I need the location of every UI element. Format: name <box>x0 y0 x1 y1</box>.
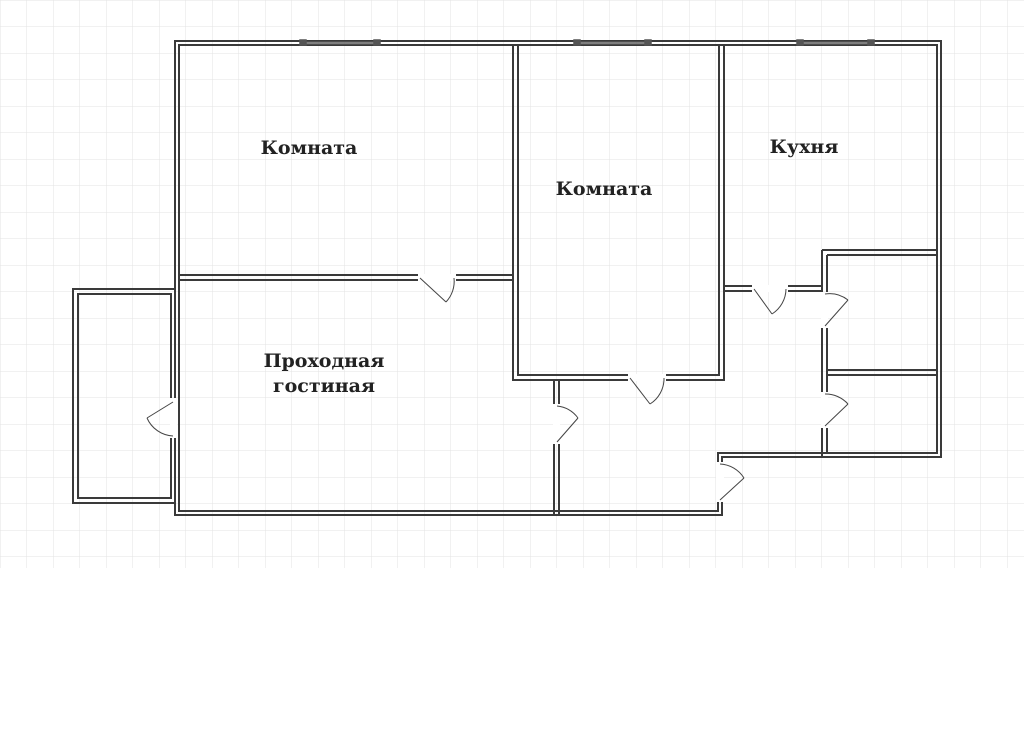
label-kitchen: Кухня <box>770 136 839 158</box>
balcony-wall-inner <box>77 293 172 499</box>
wall-bath-divider <box>827 369 937 376</box>
door-room1 <box>419 277 447 303</box>
doors <box>146 274 849 502</box>
door-kitchen <box>753 288 773 315</box>
door-toilet <box>824 403 849 427</box>
balcony-wall <box>72 288 176 504</box>
door-hall <box>556 417 579 443</box>
label-room-1: Комната <box>261 137 358 159</box>
wall-living-hall <box>553 380 560 515</box>
outer-wall-inner <box>178 44 938 512</box>
wall-room1-living <box>179 274 513 281</box>
label-living-line2: гостиная <box>273 375 375 397</box>
label-room-2: Комната <box>556 178 653 200</box>
wall-bath-top <box>822 249 937 256</box>
blank-lower-area <box>0 568 1024 747</box>
wall-room2-left-bottom-right <box>512 45 725 381</box>
door-bathroom <box>824 299 849 327</box>
windows <box>299 39 875 46</box>
door-room2 <box>629 377 651 405</box>
label-living-line1: Проходная <box>264 350 385 372</box>
door-entrance <box>719 477 745 501</box>
door-balcony <box>146 401 174 419</box>
wall-room2-inner <box>517 45 720 376</box>
outer-wall <box>174 40 942 516</box>
